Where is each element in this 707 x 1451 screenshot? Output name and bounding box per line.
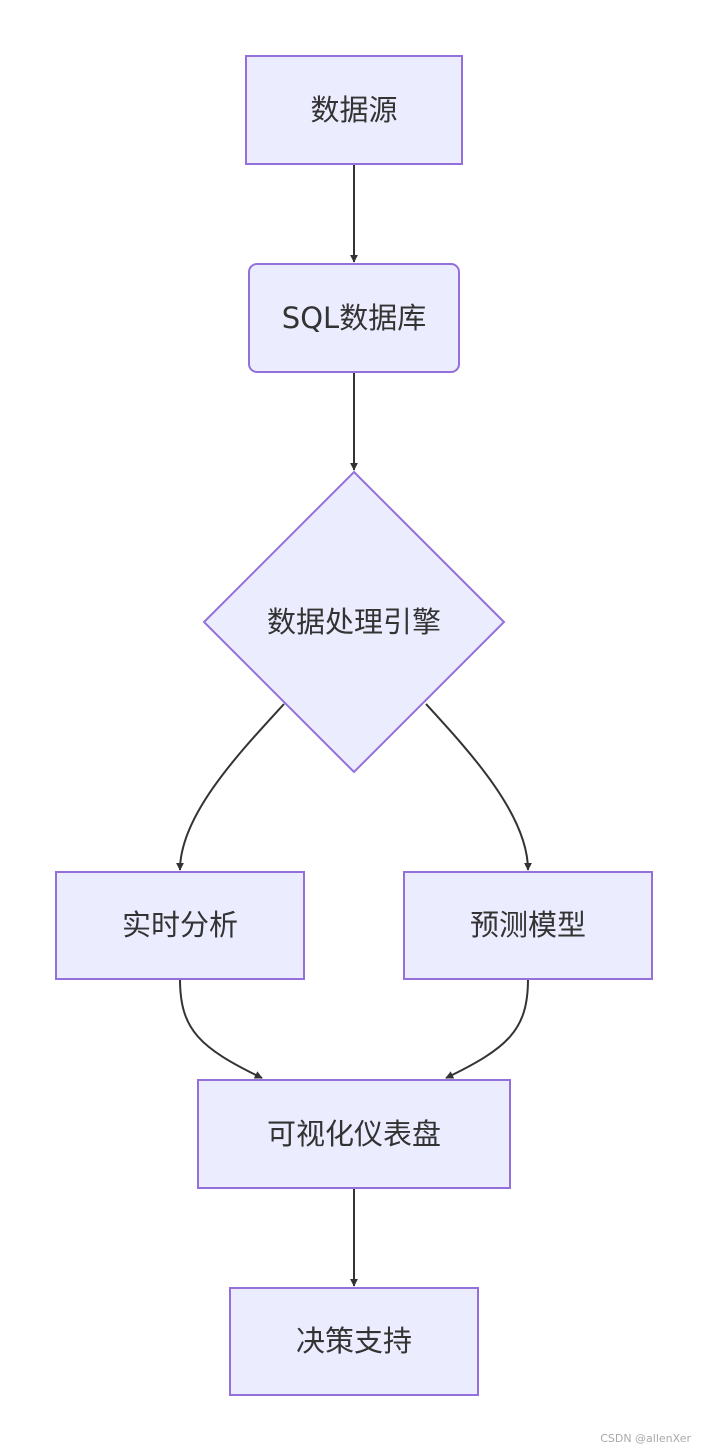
node-predictive-model-label: 预测模型 [470, 908, 586, 942]
edges [176, 164, 532, 1287]
watermark: CSDN @allenXer [600, 1432, 691, 1445]
node-data-source-label: 数据源 [310, 93, 397, 127]
edge-realtime-to-dashboard [179, 978, 263, 1079]
edge-engine-to-realtime [176, 703, 285, 871]
node-sql-database: SQL数据库 [248, 263, 460, 373]
node-data-source: 数据源 [245, 55, 463, 165]
node-dashboard-label: 可视化仪表盘 [267, 1117, 441, 1151]
edge-engine-to-predictive [425, 703, 532, 871]
node-processing-engine-label: 数据处理引擎 [267, 605, 441, 639]
node-decision-support-label: 决策支持 [296, 1324, 412, 1358]
node-predictive-model: 预测模型 [403, 871, 653, 980]
node-processing-engine: 数据处理引擎 [202, 470, 506, 774]
node-dashboard: 可视化仪表盘 [197, 1079, 511, 1189]
node-decision-support: 决策支持 [229, 1287, 479, 1396]
node-realtime-analysis-label: 实时分析 [122, 908, 238, 942]
edge-predictive-to-dashboard [445, 978, 529, 1079]
node-realtime-analysis: 实时分析 [55, 871, 305, 980]
node-sql-database-label: SQL数据库 [282, 301, 426, 335]
